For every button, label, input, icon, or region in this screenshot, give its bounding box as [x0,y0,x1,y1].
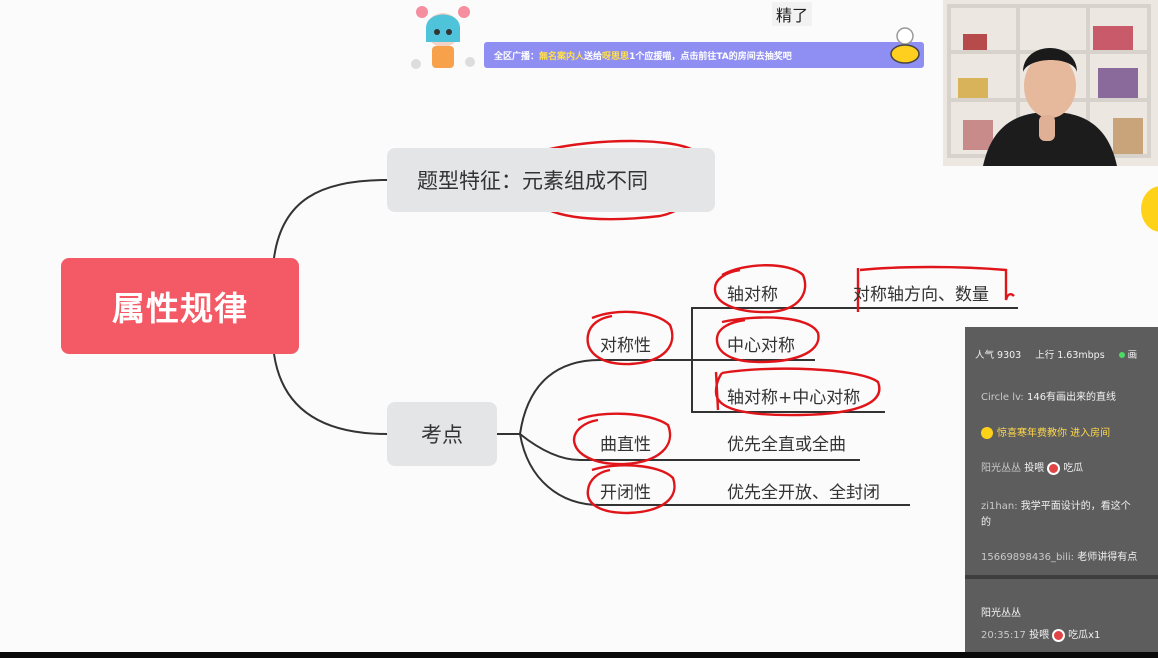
annotation-circle-axis [713,264,807,314]
bottom-bar [0,652,1158,658]
chat-message: 15669898436_bili: 老师讲得有点 [981,552,1138,563]
chat-message: zi1han: 我学平面设计的，看这个 [981,501,1131,512]
connector-hub-symmetry [519,359,601,435]
axis-symmetry-node[interactable]: 轴对称 [727,285,778,305]
chat-message: 的 [981,517,991,528]
feature-label: 题型特征： [417,169,522,193]
chat-message: Circle lv: 146有画出来的直线 [981,392,1117,403]
closure-node[interactable]: 开闭性 [600,483,651,503]
exam-node[interactable]: 考点 [387,402,497,466]
curve-node[interactable]: 曲直性 [600,435,651,455]
caption-text: 精了 [772,2,813,26]
connector-root-exam [273,353,388,435]
mascot-icon [411,6,475,69]
annotation-circle-curve [572,412,672,466]
chat-message[interactable]: 惊喜寒年费教你 进入房间 [981,424,1110,439]
annotation-box-axis-detail [856,265,1015,312]
feature-node[interactable]: 题型特征： 元素组成不同 [387,148,715,212]
stream-stats: 人气 9303 上行 1.63mbps 画 [975,350,1138,361]
center-symmetry-node[interactable]: 中心对称 [727,336,795,356]
closure-detail-node[interactable]: 优先全开放、全封闭 [727,483,880,503]
annotation-circle-closure [586,464,676,515]
both-symmetry-node[interactable]: 轴对称+中心对称 [727,388,861,408]
gift-icon [1047,461,1061,475]
connector-hub-curve [519,433,581,461]
gift-icon [1052,628,1066,642]
annotation-circle-center [715,316,820,364]
status-dot-icon [1118,352,1125,358]
curve-detail-node[interactable]: 优先全直或全曲 [727,435,846,455]
chat-divider [965,575,1158,579]
broadcast-banner[interactable]: 全区广播： 無名案内人 送给 呀思思 1个应援喵，点击前往TA的房间去抽奖吧 [484,42,924,68]
chat-bottom-user: 阳光丛丛 [981,608,1021,619]
side-float-button[interactable] [1141,186,1158,232]
connector-hub-closure [519,433,601,506]
danmaku-chat-panel[interactable]: 人气 9303 上行 1.63mbps 画 Circle lv: 146有画出来… [965,327,1158,652]
root-node[interactable]: 属性规律 [61,258,299,354]
symmetry-node[interactable]: 对称性 [600,336,651,356]
chat-bottom-gift: 20:35:17 投喂吃瓜x1 [981,628,1101,642]
webcam-feed [943,0,1158,166]
chat-message: 阳光丛丛 投喂吃瓜 [981,461,1084,475]
annotation-circle-symmetry [586,310,674,366]
gift-bell-icon[interactable] [890,26,920,64]
coin-icon [981,427,993,439]
feature-value: 元素组成不同 [522,169,648,193]
connector-root-feature [273,179,388,259]
webcam-scene [943,0,1158,166]
axis-detail-node[interactable]: 对称轴方向、数量 [853,285,989,305]
annotation-circle-both [714,367,881,417]
